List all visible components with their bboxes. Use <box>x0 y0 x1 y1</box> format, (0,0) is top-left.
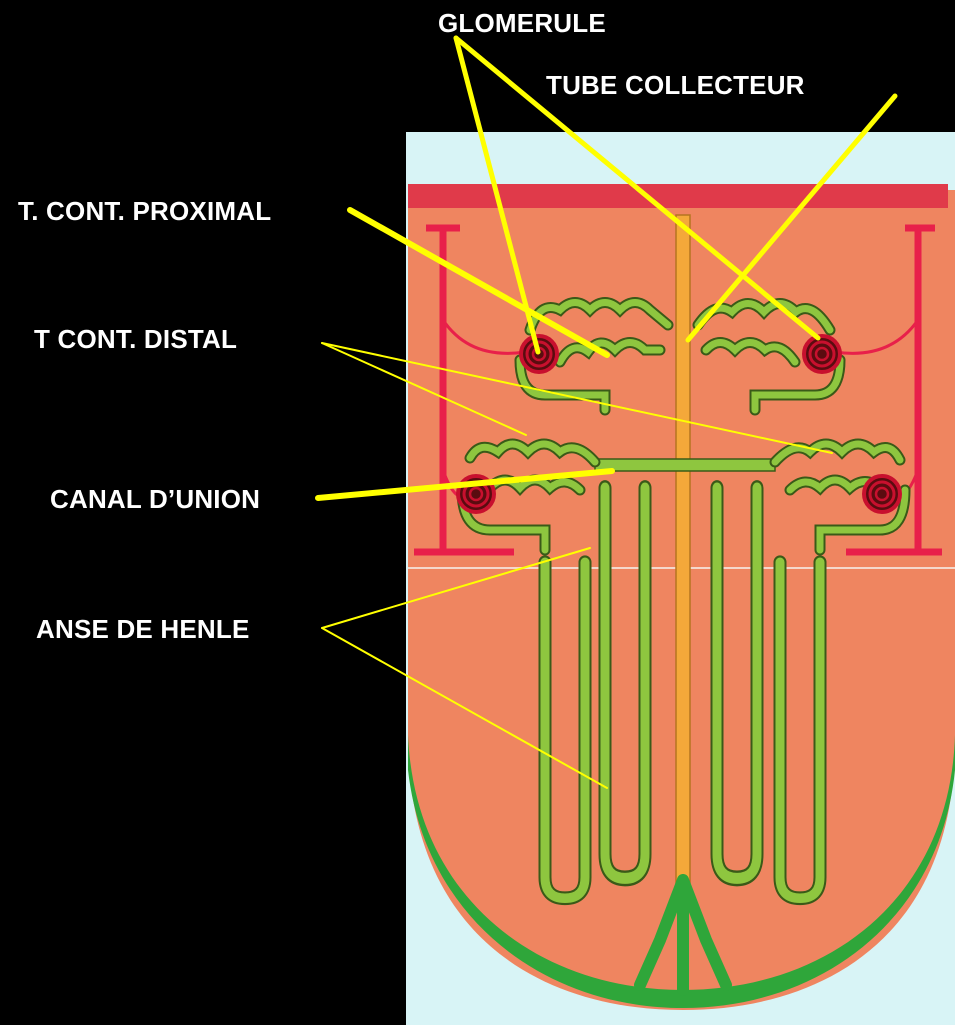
cortex-capsule <box>408 184 948 208</box>
label-tube-collecteur: TUBE COLLECTEUR <box>546 72 805 98</box>
label-proximal: T. CONT. PROXIMAL <box>18 198 271 224</box>
label-distal: T CONT. DISTAL <box>34 326 237 352</box>
label-canal-union: CANAL D’UNION <box>50 486 260 512</box>
label-anse-de-henle: ANSE DE HENLE <box>36 616 250 642</box>
canal-union <box>595 459 775 471</box>
label-glomerule: GLOMERULE <box>438 10 606 36</box>
